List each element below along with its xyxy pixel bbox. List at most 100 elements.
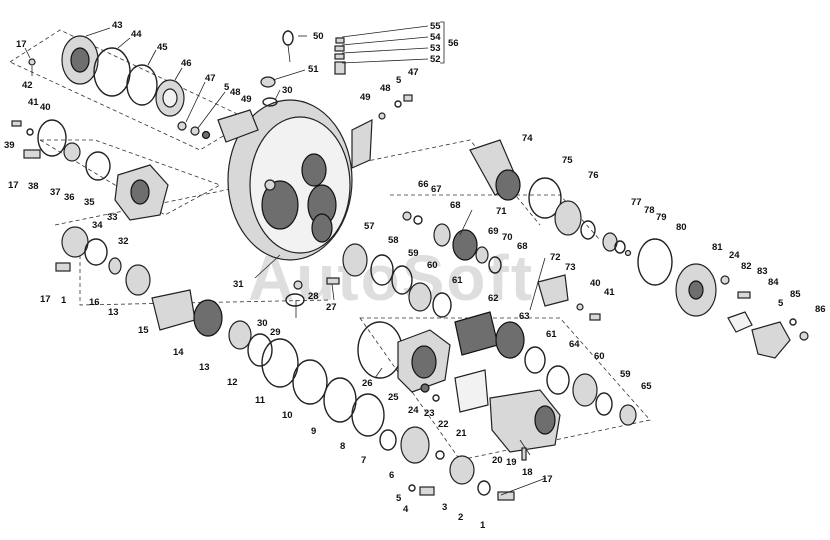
callout-9: 9: [311, 426, 316, 437]
callout-81: 81: [712, 242, 723, 253]
callout-18: 18: [522, 467, 533, 478]
callout-64: 64: [569, 339, 580, 350]
callout-56: 56: [448, 38, 459, 49]
housing-plug: [264, 179, 276, 191]
outline-pump-group: [359, 317, 651, 461]
callout-24-b: 24: [729, 250, 740, 261]
callout-48: 48: [230, 87, 241, 98]
callout-84: 84: [768, 277, 779, 288]
part-59-ring: [391, 265, 413, 295]
part-75-ring: [528, 177, 562, 219]
part-7-ring: [379, 429, 397, 451]
part-12-ring: [247, 333, 273, 367]
part-38-pin: [23, 149, 41, 159]
part-41-bolt-b: [589, 313, 601, 321]
callout-61-b: 61: [546, 329, 557, 340]
callout-30-top: 30: [282, 85, 293, 96]
part-52: [334, 61, 346, 75]
callout-46: 46: [181, 58, 192, 69]
main-housing: [227, 99, 353, 261]
callout-14: 14: [173, 347, 184, 358]
callout-86: 86: [815, 304, 826, 315]
callout-15: 15: [138, 325, 149, 336]
callout-37: 37: [50, 187, 61, 198]
callout-17-b: 17: [8, 180, 19, 191]
part-84-plate: [727, 311, 753, 333]
lower-shaft-group: [55, 226, 515, 501]
callout-40-b: 40: [590, 278, 601, 289]
callout-32: 32: [118, 236, 129, 247]
callout-60-a: 60: [427, 260, 438, 271]
callout-4: 4: [403, 504, 409, 515]
callout-76: 76: [588, 170, 599, 181]
callout-74: 74: [522, 133, 533, 144]
part-60-bearing-b: [572, 373, 598, 407]
callout-13-a: 13: [108, 307, 119, 318]
callout-40-a: 40: [40, 102, 51, 113]
callout-31: 31: [233, 279, 244, 290]
callout-25: 25: [388, 392, 399, 403]
pump-group: [357, 321, 561, 461]
callout-17-a: 17: [16, 39, 27, 50]
part-8-gasket: [351, 393, 385, 437]
part-41-bolt: [11, 120, 22, 127]
callout-1-b: 1: [480, 520, 486, 531]
part-72-shaft: [537, 274, 569, 307]
part-14-gear: [193, 299, 223, 337]
outline-cover-group: [9, 29, 251, 151]
callout-75: 75: [562, 155, 573, 166]
housing-bore-left: [261, 180, 299, 230]
callout-85: 85: [790, 289, 801, 300]
part-10-gasket: [292, 359, 328, 405]
part-40-washer-b: [576, 303, 584, 311]
callout-2: 2: [458, 512, 463, 523]
callout-22: 22: [438, 419, 449, 430]
part-85-washer: [789, 318, 797, 326]
part-21-ring: [435, 450, 445, 460]
part-30-nut: [293, 280, 303, 290]
callout-41-b: 41: [604, 287, 615, 298]
callout-77: 77: [631, 197, 642, 208]
callout-58: 58: [388, 235, 399, 246]
callout-12: 12: [227, 377, 238, 388]
part-16-nut: [108, 257, 122, 275]
callout-49-left: 49: [241, 94, 252, 105]
part-68-bearing: [433, 223, 451, 247]
callout-71: 71: [496, 206, 507, 217]
part-81-hub: [688, 280, 704, 300]
part-18-bolt: [521, 447, 527, 461]
part-39-plate: [37, 119, 67, 157]
part-42-bolt: [28, 58, 36, 66]
part-48-nut: [201, 130, 211, 140]
callout-41-a: 41: [28, 97, 39, 108]
part-5-washer: [190, 126, 200, 136]
part-20-port: [534, 405, 556, 435]
callout-73: 73: [565, 262, 576, 273]
part-86-nut: [799, 331, 809, 341]
part-6-flange: [400, 426, 430, 464]
callout-11: 11: [255, 395, 266, 406]
part-1-bolt-left: [55, 262, 71, 272]
part-53: [334, 53, 345, 60]
part-79: [624, 249, 632, 257]
part-5-washer-b: [394, 100, 402, 108]
callout-6: 6: [389, 470, 394, 481]
part-62-gear: [454, 311, 499, 356]
part-49-plate-right: [351, 119, 373, 169]
callout-27: 27: [326, 302, 337, 313]
callout-34: 34: [92, 220, 103, 231]
callout-7: 7: [361, 455, 366, 466]
part-9-gasket: [323, 377, 357, 423]
callout-79: 79: [656, 212, 667, 223]
part-24-plug: [420, 383, 430, 393]
part-36-ring: [85, 151, 111, 181]
callout-3: 3: [442, 502, 447, 513]
outline-bracket-group: [38, 139, 221, 216]
callout-5-b: 5: [396, 493, 402, 504]
part-11-gasket: [261, 338, 299, 388]
callout-51: 51: [308, 64, 319, 75]
callout-53: 53: [430, 43, 441, 54]
callout-59-a: 59: [408, 248, 419, 259]
outline-gear-71: [390, 194, 601, 241]
callout-26: 26: [362, 378, 373, 389]
